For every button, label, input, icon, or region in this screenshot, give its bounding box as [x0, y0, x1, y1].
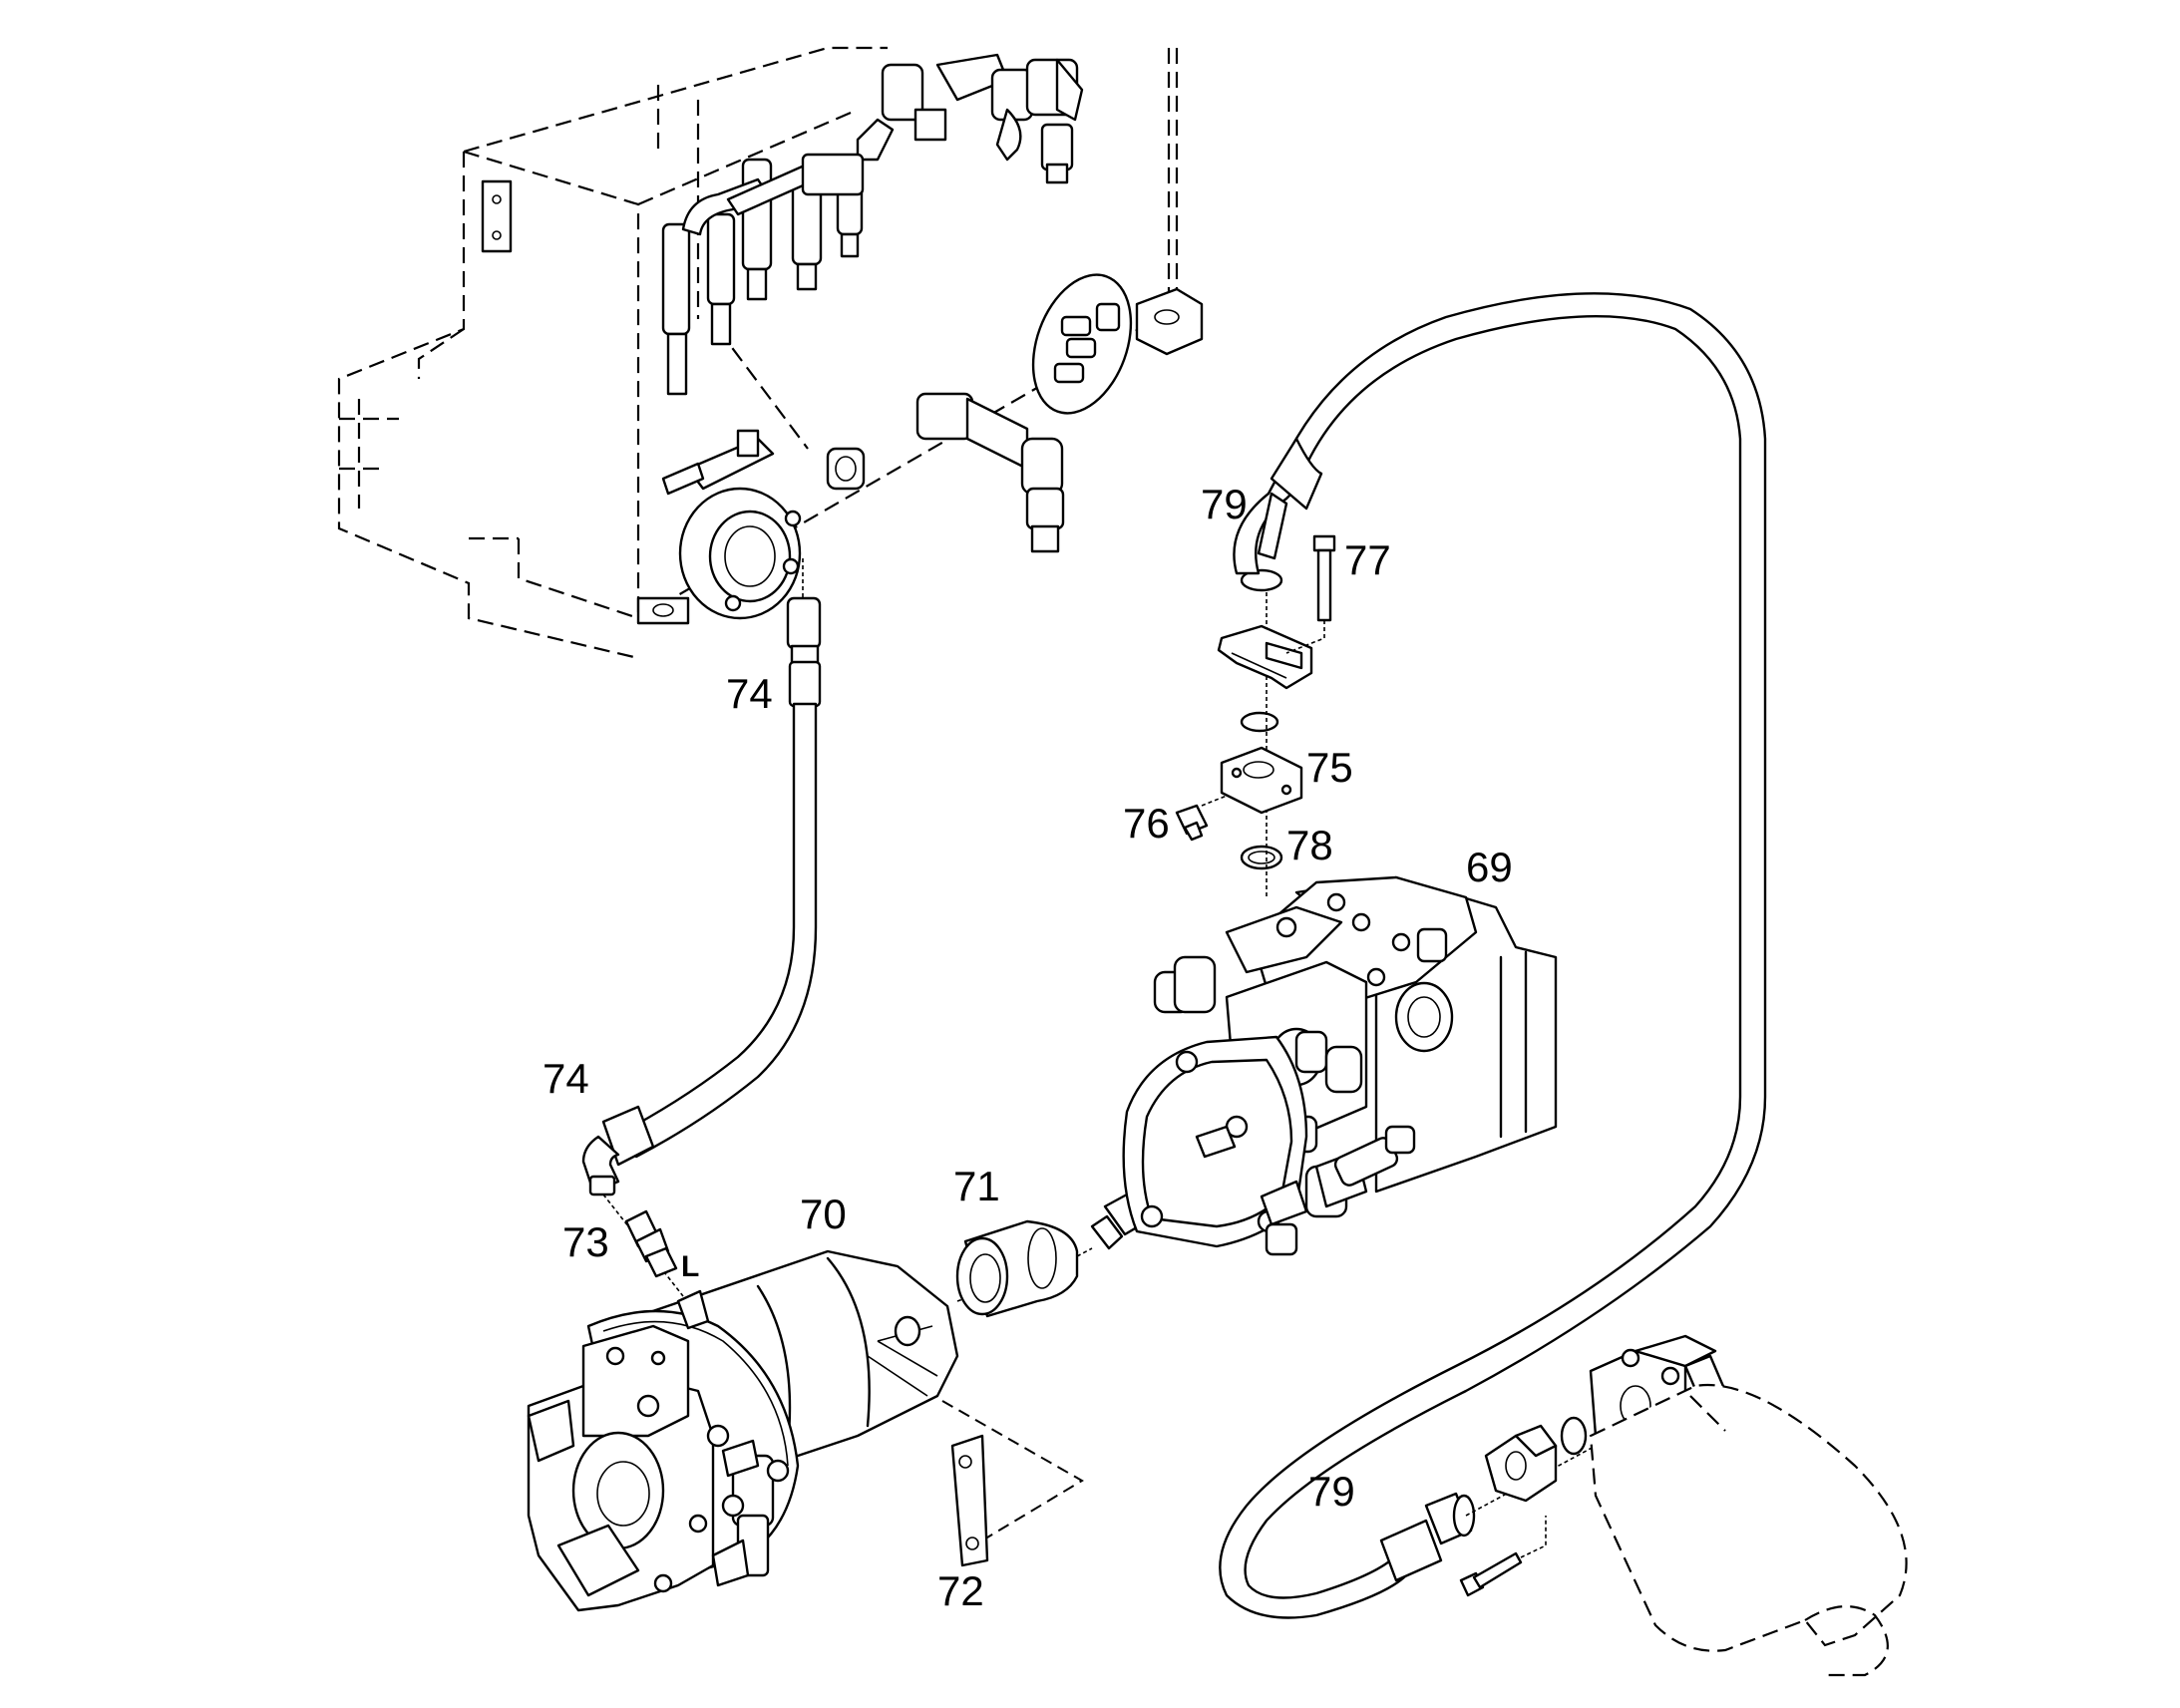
- upper-elbow-fittings: [881, 53, 1084, 184]
- lower-flange-and-case: [1459, 1334, 1908, 1677]
- label-76: 76: [1123, 800, 1170, 847]
- coupling-71: [955, 1193, 1149, 1318]
- label-79-upper: 79: [1201, 481, 1248, 527]
- tank-outlet-flange: [661, 429, 802, 620]
- hydraulic-pump-69: [1122, 875, 1558, 1256]
- tank-top-fittings: [661, 118, 895, 396]
- label-78: 78: [1286, 822, 1333, 868]
- adapter-fitting-73: [602, 1194, 684, 1297]
- label-79-lower: 79: [1308, 1468, 1355, 1515]
- label-72: 72: [937, 1567, 984, 1614]
- tank-plug-fitting: [826, 447, 866, 491]
- label-69: 69: [1466, 844, 1513, 890]
- label-77: 77: [1344, 536, 1391, 583]
- label-73: 73: [562, 1218, 609, 1265]
- label-74-lower: 74: [543, 1055, 589, 1102]
- hydraulic-motor-70: [527, 1249, 959, 1612]
- label-port-l: L: [681, 1250, 699, 1283]
- label-71: 71: [953, 1163, 1000, 1209]
- label-70: 70: [800, 1191, 847, 1237]
- suction-hose-74: [581, 558, 822, 1196]
- pressure-hose-79: [1219, 292, 1767, 1619]
- callout-labels: 74 74 73 L 70 71 72 69 75 76 77 78 79 79: [543, 481, 1513, 1614]
- round-flange-plate: [1031, 273, 1204, 415]
- label-75: 75: [1306, 744, 1353, 791]
- bracket-plate-72: [941, 1400, 1084, 1567]
- label-74-upper: 74: [726, 670, 773, 717]
- tank-side-elbow: [915, 392, 1065, 553]
- pump-outlet-flange-parts: [1175, 534, 1336, 897]
